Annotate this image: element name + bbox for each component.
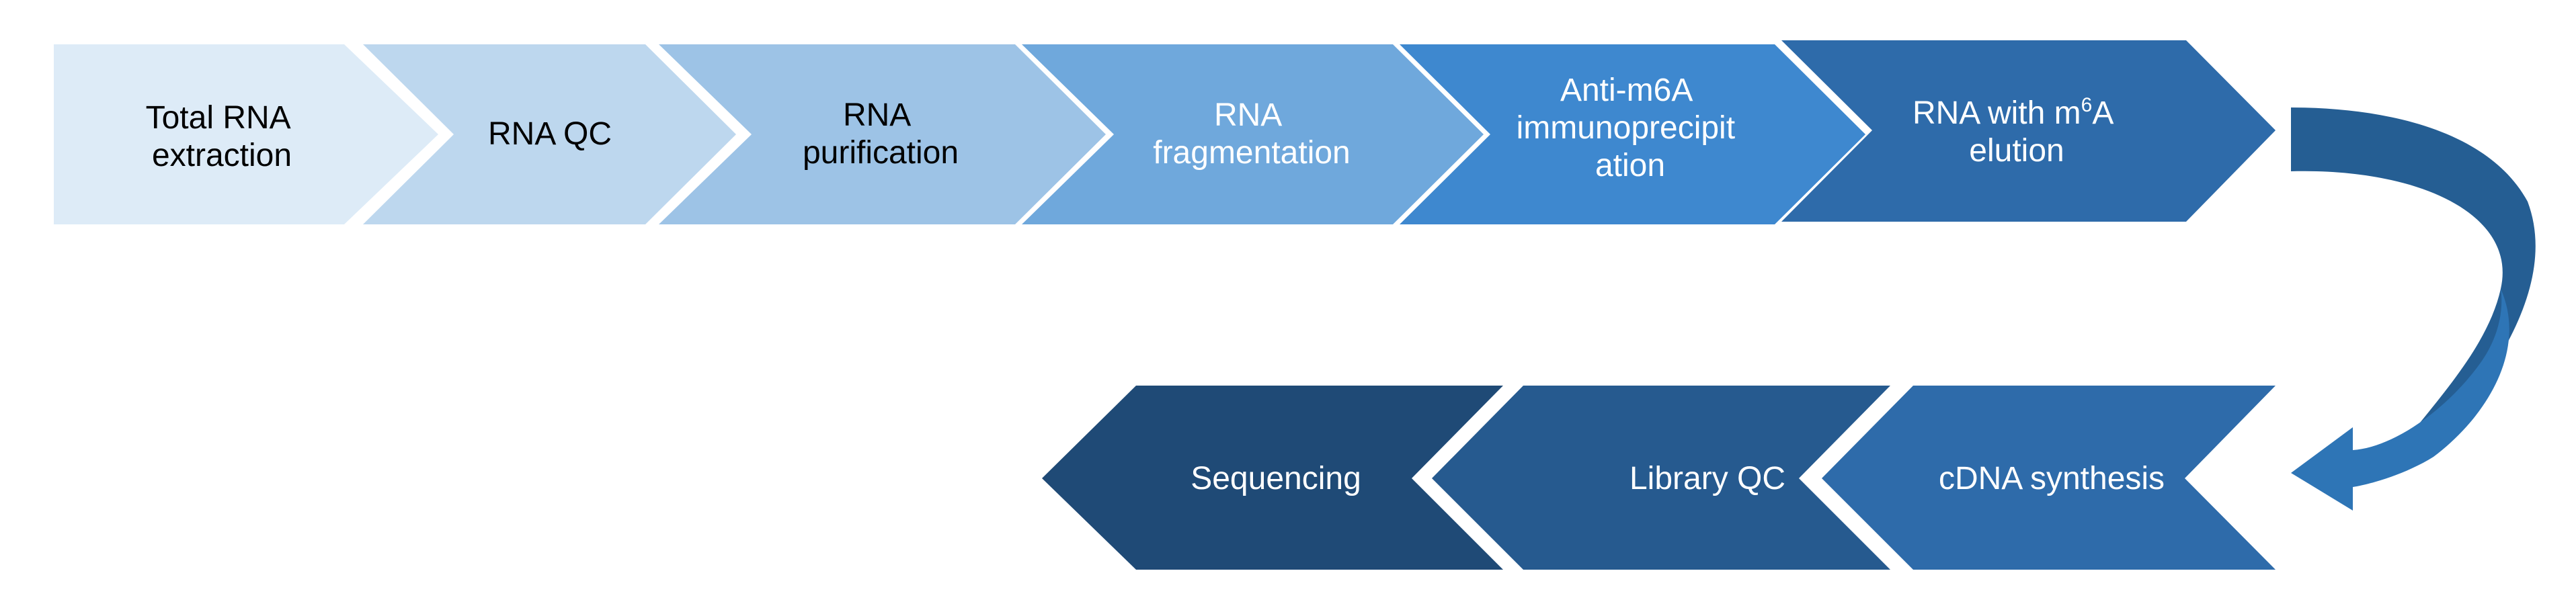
step-total-rna-extraction-label: Total RNA extraction — [146, 100, 298, 173]
step-rna-qc: RNA QC — [363, 44, 736, 224]
step-rna-purification-line-1: RNA — [843, 97, 911, 133]
step-rna-with-m6a-elution: RNA with m6A elution — [1781, 40, 2276, 222]
step-library-qc-line-1: Library QC — [1629, 461, 1785, 496]
step-rna-with-m6a-elution-label: RNA with m6A elution — [1913, 94, 2121, 169]
step-rna-with-m6a-superscript-suffix: A — [2092, 95, 2114, 131]
step-rna-with-m6a-line-1: RNA with m6A — [1913, 94, 2114, 131]
step-rna-fragmentation-shape — [1022, 44, 1484, 224]
step-sequencing-shape — [1042, 386, 1503, 570]
step-library-qc: Library QC — [1432, 386, 1890, 570]
step-rna-purification-label: RNA purification — [803, 97, 959, 171]
step-sequencing: Sequencing — [1042, 386, 1503, 570]
step-rna-fragmentation-line-1: RNA — [1214, 97, 1282, 133]
step-library-qc-label: Library QC — [1629, 461, 1785, 496]
step-cdna-synthesis-shape — [1822, 386, 2276, 570]
step-library-qc-shape — [1432, 386, 1890, 570]
step-rna-with-m6a-line-2: elution — [1969, 133, 2064, 169]
step-sequencing-label: Sequencing — [1191, 461, 1361, 496]
step-rna-qc-line-1: RNA QC — [488, 116, 612, 152]
step-anti-m6a-line-2: immunoprecipit — [1517, 110, 1735, 146]
step-rna-fragmentation-label: RNA fragmentation — [1153, 97, 1351, 171]
step-anti-m6a-line-1: Anti-m6A — [1560, 73, 1693, 108]
step-anti-m6a-line-3: ation — [1595, 148, 1665, 183]
step-cdna-synthesis: cDNA synthesis — [1822, 386, 2276, 570]
step-anti-m6a-immunoprecipitation-shape — [1400, 44, 1865, 224]
step-rna-purification-line-2: purification — [803, 135, 959, 171]
step-total-rna-extraction-line-2: extraction — [152, 138, 292, 173]
step-rna-with-m6a-line-1-text: RNA with m — [1913, 95, 2081, 131]
step-rna-fragmentation-line-2: fragmentation — [1153, 135, 1351, 171]
curved-arrow-shaft — [2291, 289, 2509, 511]
step-total-rna-extraction-line-1: Total RNA — [146, 100, 291, 136]
step-cdna-synthesis-label: cDNA synthesis — [1939, 461, 2165, 496]
step-rna-qc-shape — [363, 44, 736, 224]
step-rna-purification: RNA purification — [659, 44, 1106, 224]
step-rna-qc-label: RNA QC — [488, 116, 612, 152]
step-anti-m6a-immunoprecipitation: Anti-m6A immunoprecipit ation — [1400, 44, 1865, 224]
curved-connector-arrow — [2291, 107, 2536, 511]
curved-arrow-body — [2291, 107, 2536, 457]
step-rna-with-m6a-superscript: 6 — [2081, 94, 2093, 116]
step-total-rna-extraction-shape — [54, 44, 438, 224]
step-sequencing-line-1: Sequencing — [1191, 461, 1361, 496]
step-anti-m6a-immunoprecipitation-label: Anti-m6A immunoprecipit ation — [1517, 73, 1744, 183]
step-cdna-synthesis-line-1: cDNA synthesis — [1939, 461, 2165, 496]
step-total-rna-extraction: Total RNA extraction — [54, 44, 438, 224]
step-rna-fragmentation: RNA fragmentation — [1022, 44, 1484, 224]
step-rna-purification-shape — [659, 44, 1106, 224]
step-rna-with-m6a-elution-shape — [1781, 40, 2276, 222]
